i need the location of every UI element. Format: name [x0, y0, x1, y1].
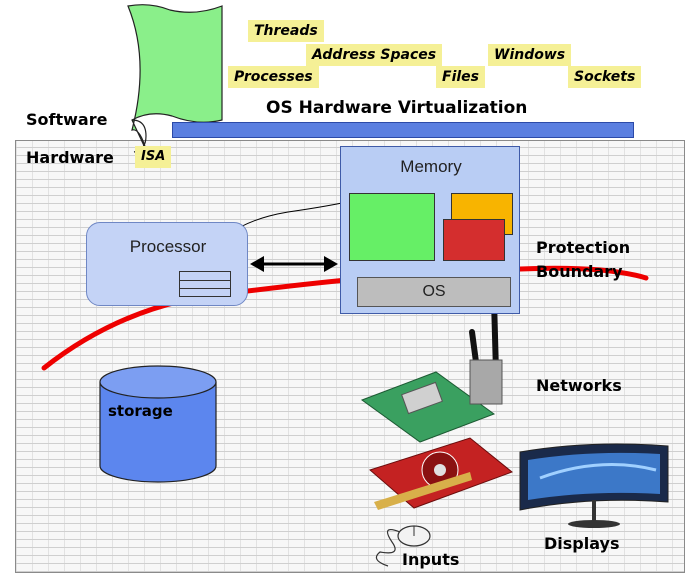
memory-os-block: OS	[357, 277, 511, 307]
register-divider	[180, 288, 230, 289]
processor-memory-bus-arrow	[250, 256, 338, 272]
processor-box: Processor	[86, 222, 248, 306]
memory-box: Memory OS	[340, 146, 520, 314]
tag-files: Files	[436, 66, 485, 88]
processor-register	[179, 271, 231, 297]
tag-windows: Windows	[488, 44, 572, 66]
hardware-label: Hardware	[26, 148, 114, 167]
tag-processes: Processes	[228, 66, 319, 88]
register-divider	[180, 280, 230, 281]
tag-isa: ISA	[135, 146, 172, 168]
tag-address-spaces: Address Spaces	[306, 44, 443, 66]
storage-label: storage	[108, 402, 173, 420]
tag-threads: Threads	[248, 20, 324, 42]
os-virtualization-bar	[172, 122, 634, 138]
processor-label: Processor	[129, 237, 207, 256]
memory-block-green	[349, 193, 435, 261]
monitor-icon	[519, 443, 669, 528]
memory-block-red	[443, 219, 505, 261]
protection-label: Protection	[536, 238, 631, 257]
displays-label: Displays	[544, 534, 620, 553]
mouse-icon	[375, 525, 431, 567]
software-label: Software	[26, 110, 108, 129]
tag-sockets: Sockets	[568, 66, 642, 88]
memory-label: Memory	[400, 157, 462, 176]
graphics-card-icon	[368, 437, 513, 510]
inputs-label: Inputs	[402, 550, 460, 569]
os-virtualization-title: OS Hardware Virtualization	[266, 98, 528, 118]
software-scroll-icon	[127, 4, 223, 151]
boundary-label: Boundary	[536, 262, 623, 281]
storage-cylinder-icon	[99, 365, 217, 483]
networks-label: Networks	[536, 376, 622, 395]
network-card-icon	[360, 297, 503, 443]
